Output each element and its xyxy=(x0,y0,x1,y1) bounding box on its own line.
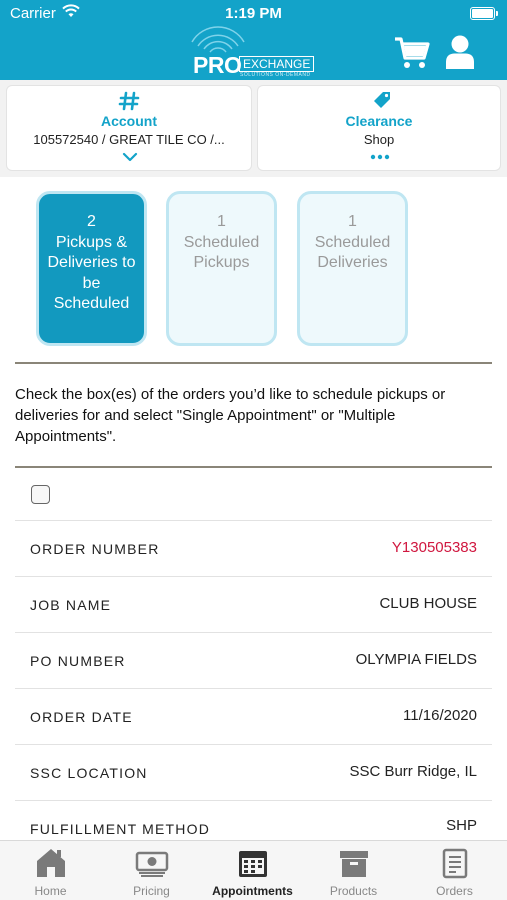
tile-label: Pickups & Deliveries to be Scheduled xyxy=(47,233,136,313)
select-order-checkbox[interactable] xyxy=(31,485,50,504)
field-label: JOB NAME xyxy=(30,597,112,613)
tab-appointments[interactable]: Appointments xyxy=(202,841,303,900)
calendar-icon xyxy=(239,851,267,877)
carrier-label: Carrier xyxy=(10,5,56,22)
tile-scheduled-deliveries[interactable]: 1 Scheduled Deliveries xyxy=(297,191,408,346)
order-field-row: PO NUMBER OLYMPIA FIELDS xyxy=(15,632,492,688)
app-header: Carrier 1:19 PM PRO EXCHANGE SOLUTIONS O… xyxy=(0,0,507,80)
products-icon xyxy=(340,851,368,877)
field-value: 11/16/2020 xyxy=(403,707,477,724)
more-dots-icon[interactable] xyxy=(258,150,502,164)
tile-count: 1 xyxy=(348,213,357,230)
pro-exchange-logo: PRO EXCHANGE SOLUTIONS ON-DEMAND xyxy=(188,24,324,78)
clearance-title: Clearance xyxy=(345,113,413,129)
tile-to-be-scheduled[interactable]: 2 Pickups & Deliveries to be Scheduled xyxy=(36,191,147,346)
tab-orders[interactable]: Orders xyxy=(404,841,505,900)
tab-label: Orders xyxy=(436,884,473,898)
tab-label: Home xyxy=(34,884,67,898)
order-field-row: ORDER DATE 11/16/2020 xyxy=(15,688,492,744)
pricing-icon xyxy=(135,851,169,877)
order-field-row: ORDER NUMBER Y130505383 xyxy=(15,520,492,576)
logo-main-text: PRO xyxy=(193,52,242,78)
status-bar: Carrier 1:19 PM xyxy=(0,0,507,30)
hash-icon xyxy=(118,91,140,111)
order-field-row: SSC LOCATION SSC Burr Ridge, IL xyxy=(15,744,492,800)
home-icon xyxy=(37,849,65,877)
field-label: ORDER NUMBER xyxy=(30,541,160,557)
tile-label: Scheduled Deliveries xyxy=(314,233,391,272)
field-label: FULFILLMENT METHOD xyxy=(30,821,211,837)
tile-count: 1 xyxy=(217,213,226,230)
field-value: OLYMPIA FIELDS xyxy=(355,651,477,668)
divider xyxy=(15,466,492,468)
order-number-link[interactable]: Y130505383 xyxy=(391,539,477,556)
tab-pricing[interactable]: Pricing xyxy=(101,841,202,900)
battery-icon xyxy=(470,7,498,20)
field-label: ORDER DATE xyxy=(30,709,133,725)
field-value: SHP xyxy=(446,817,477,834)
logo-tagline: SOLUTIONS ON-DEMAND xyxy=(240,72,311,78)
bottom-tab-bar: Home Pricing Appointments Products xyxy=(0,840,507,900)
user-icon[interactable] xyxy=(444,34,476,70)
tab-label: Appointments xyxy=(212,884,293,898)
tile-label: Scheduled Pickups xyxy=(183,233,260,272)
tile-count: 2 xyxy=(87,213,96,230)
field-label: SSC LOCATION xyxy=(30,765,148,781)
chevron-down-icon[interactable] xyxy=(7,150,253,164)
divider xyxy=(15,362,492,364)
tab-home[interactable]: Home xyxy=(0,841,101,900)
order-field-row: FULFILLMENT METHOD SHP xyxy=(15,800,492,856)
logo-sub-text: EXCHANGE xyxy=(239,56,315,72)
tag-icon xyxy=(374,92,390,108)
clearance-value: Shop xyxy=(363,132,395,147)
instructions-text: Check the box(es) of the orders you’d li… xyxy=(15,386,446,445)
field-value: CLUB HOUSE xyxy=(379,595,477,612)
tab-label: Products xyxy=(329,884,378,898)
tile-scheduled-pickups[interactable]: 1 Scheduled Pickups xyxy=(166,191,277,346)
orders-icon xyxy=(442,848,468,879)
clock: 1:19 PM xyxy=(225,5,282,22)
account-title: Account xyxy=(101,113,157,129)
signal-waves-icon xyxy=(191,26,245,53)
cart-icon[interactable] xyxy=(394,34,430,70)
field-label: PO NUMBER xyxy=(30,653,126,669)
account-value: 105572540 / GREAT TILE CO /... xyxy=(33,132,225,147)
wifi-icon xyxy=(62,4,80,17)
order-field-row: JOB NAME CLUB HOUSE xyxy=(15,576,492,632)
clearance-card[interactable]: Clearance Shop xyxy=(257,85,501,171)
appointment-filter-tiles: 2 Pickups & Deliveries to be Scheduled 1… xyxy=(0,191,507,351)
tab-label: Pricing xyxy=(133,884,170,898)
tab-products[interactable]: Products xyxy=(303,841,404,900)
field-value: SSC Burr Ridge, IL xyxy=(349,763,477,780)
appointments-content: 2 Pickups & Deliveries to be Scheduled 1… xyxy=(0,177,507,840)
account-card[interactable]: Account 105572540 / GREAT TILE CO /... xyxy=(6,85,252,171)
